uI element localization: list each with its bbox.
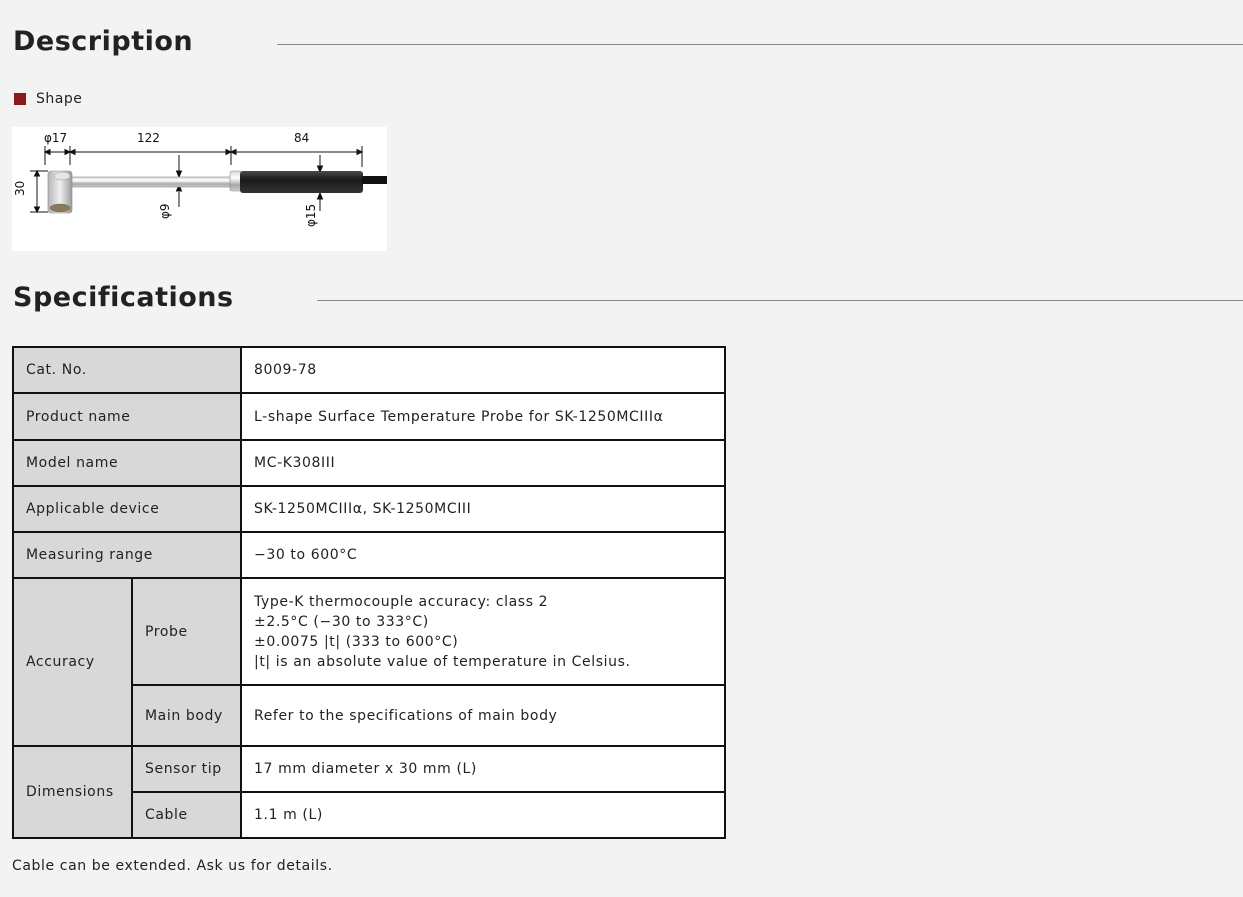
probe-accuracy-line: ±2.5°C (−30 to 333°C) <box>254 613 429 630</box>
applicable-device-value: SK-1250MCIIIα, SK-1250MCIII <box>240 485 727 533</box>
main-body-label: Main body <box>130 684 243 747</box>
shape-label: Shape <box>36 91 83 107</box>
table-row: Main body Refer to the specifications of… <box>13 684 727 747</box>
accuracy-label: Accuracy <box>12 577 133 747</box>
dim-tip-height: 30 <box>13 181 27 196</box>
applicable-device-label: Applicable device <box>11 485 243 533</box>
measuring-range-value: −30 to 600°C <box>240 531 727 579</box>
dim-shaft-length: 122 <box>137 131 160 145</box>
specifications-title: Specifications <box>13 282 234 313</box>
probe-accuracy-line: Type-K thermocouple accuracy: class 2 <box>254 593 549 610</box>
footnote: Cable can be extended. Ask us for detail… <box>12 858 333 874</box>
cat-no-label: Cat. No. <box>11 346 243 394</box>
table-row: Applicable device SK-1250MCIIIα, SK-1250… <box>11 485 727 533</box>
probe-drawing: φ17 122 84 30 φ9 φ15 <box>13 131 387 227</box>
product-name-label: Product name <box>11 392 243 441</box>
cat-no-value: 8009-78 <box>240 346 727 394</box>
model-name-value: MC-K308III <box>240 439 727 487</box>
model-name-label: Model name <box>11 439 243 487</box>
probe-label: Probe <box>130 577 243 686</box>
table-row: Dimensions Sensor tip 17 mm diameter x 3… <box>12 745 727 839</box>
dim-tip-diameter: φ17 <box>44 131 67 145</box>
dim-grip-length: 84 <box>294 131 309 145</box>
table-row: Product name L-shape Surface Temperature… <box>11 392 727 441</box>
shape-subheading: Shape <box>14 91 82 107</box>
spec-table: Cat. No. 8009-78 Product name L-shape Su… <box>11 346 727 839</box>
probe-accuracy-line: |t| is an absolute value of temperature … <box>254 653 631 670</box>
dim-shaft-diameter: φ9 <box>158 203 172 219</box>
probe-accuracy-value: Type-K thermocouple accuracy: class 2 ±2… <box>240 577 727 686</box>
probe-accuracy-line: ±0.0075 |t| (333 to 600°C) <box>254 633 459 650</box>
measuring-range-label: Measuring range <box>11 531 243 579</box>
cable-value: 1.1 m (L) <box>240 791 727 839</box>
specifications-heading: Specifications <box>13 282 234 313</box>
sensor-tip-value: 17 mm diameter x 30 mm (L) <box>240 745 727 793</box>
square-bullet-icon <box>14 93 26 105</box>
cable-label: Cable <box>130 791 243 839</box>
table-row: Measuring range −30 to 600°C <box>11 531 727 579</box>
dimensions-label: Dimensions <box>12 745 133 839</box>
table-row: Cable 1.1 m (L) <box>13 791 727 839</box>
sensor-tip-label: Sensor tip <box>130 745 243 793</box>
description-rule <box>277 44 1243 45</box>
main-body-value: Refer to the specifications of main body <box>240 684 727 747</box>
probe-shape-figure: φ17 122 84 30 φ9 φ15 <box>12 127 387 251</box>
product-name-value: L-shape Surface Temperature Probe for SK… <box>240 392 727 441</box>
dim-grip-diameter: φ15 <box>304 204 318 227</box>
description-title: Description <box>13 26 194 57</box>
table-row: Cat. No. 8009-78 <box>11 346 727 394</box>
specifications-rule <box>317 300 1243 301</box>
description-heading: Description <box>13 26 193 57</box>
table-row: Model name MC-K308III <box>11 439 727 487</box>
table-row: Accuracy Probe Type-K thermocouple accur… <box>12 577 727 747</box>
